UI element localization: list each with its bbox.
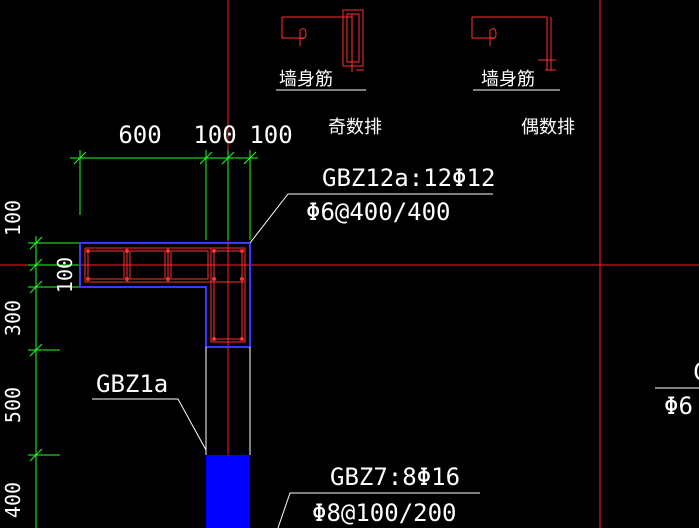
dim-top-100-a: 100 [193,121,236,149]
rebar-hook-sketch-odd [281,9,364,72]
gbz1a-label: GBZ1a [96,370,168,398]
leader-lines [92,193,493,528]
dim-left-400: 400 [1,482,25,518]
gbz7-stirrup-label: Φ8@100/200 [312,499,457,527]
dim-left-100-b: 100 [53,257,77,293]
dim-left-500: 500 [1,387,25,423]
dim-top-600: 600 [118,121,161,149]
dim-top-100-b: 100 [249,121,292,149]
gbz7-section [206,455,250,528]
rebar-hook-sketch-even [471,16,556,71]
rebar-detail-even-caption: 墙身筋 [481,69,535,90]
gbz12a-section [79,242,251,348]
wall-segment [205,347,251,455]
left-dimension-chain [28,236,80,528]
rebar-detail-odd: 墙身筋 奇数排 [276,9,382,138]
gbz12a-rebars [86,249,244,341]
left-dimension-labels: 100 100 300 500 400 [1,200,77,518]
dim-left-100-a: 100 [1,200,25,236]
rebar-detail-even-note: 偶数排 [521,117,575,138]
gbz7-main-label: GBZ7:8Φ16 [330,463,460,491]
right-partial-label-bottom: Φ6 [664,392,693,420]
top-dimension-chain [70,150,258,240]
dim-left-300: 300 [1,300,25,336]
gbz12a-main-label: GBZ12a:12Φ12 [322,164,495,192]
gbz12a-stirrup-label: Φ6@400/400 [306,198,451,226]
top-dimension-labels: 600 100 100 [118,121,292,149]
gbz12a-stirrups [84,247,246,343]
rebar-detail-odd-note: 奇数排 [328,117,382,138]
right-partial-label-top: C [693,358,699,386]
rebar-detail-even: 墙身筋 偶数排 [471,16,575,138]
rebar-detail-odd-caption: 墙身筋 [279,69,333,90]
